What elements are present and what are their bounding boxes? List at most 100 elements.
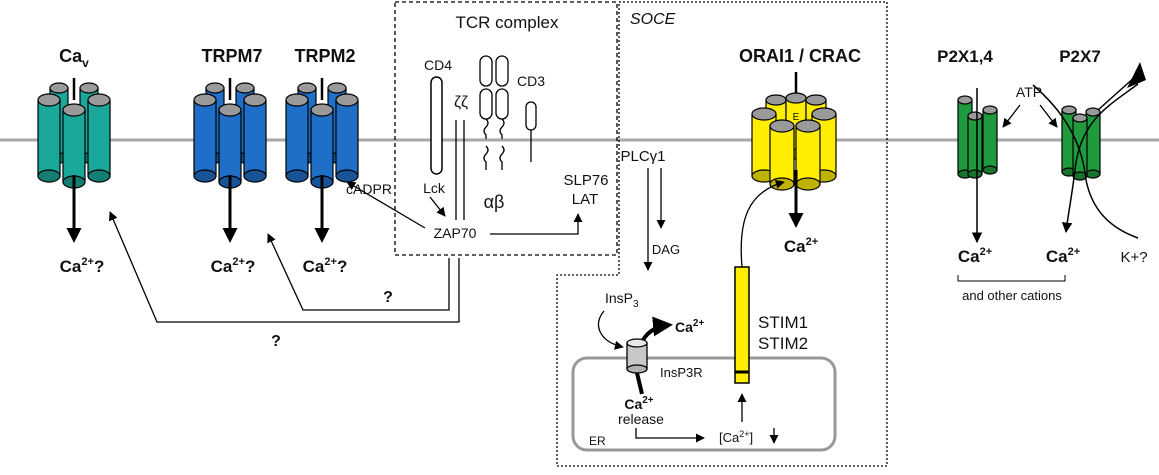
atp-arrow-right <box>1039 104 1058 128</box>
p2x7-k-arrow-stem <box>1097 75 1137 111</box>
subunit-top <box>193 93 217 107</box>
subunit-top <box>805 94 827 106</box>
subunit-top <box>327 82 347 94</box>
lat-label: LAT <box>572 191 598 208</box>
subunit-top <box>1085 107 1101 117</box>
atp-label: ATP <box>1016 84 1042 100</box>
ca-release-label: Ca2+ <box>624 395 653 412</box>
cd4-label: CD4 <box>424 57 452 73</box>
channel-subunit <box>218 109 242 183</box>
atp-arrow-left <box>1002 104 1021 128</box>
er-compartment <box>571 356 837 452</box>
orai-output: Ca2+ <box>784 236 818 256</box>
subunit-base <box>769 177 795 191</box>
channel-subunit <box>967 115 983 175</box>
subunit-base <box>37 169 61 183</box>
trpm2-output: Ca2+? <box>303 256 348 276</box>
er-ca-level-label: [Ca2+] <box>719 429 753 445</box>
subunit-top <box>785 92 807 104</box>
cd3-label: CD3 <box>517 73 545 89</box>
p2x7-ca-flow <box>1061 83 1139 234</box>
subunit-base <box>795 177 821 191</box>
question-mark-1: ? <box>383 289 393 306</box>
subunit-base <box>87 169 111 183</box>
insp3r-channel <box>626 338 648 395</box>
channel-subunit <box>310 109 334 183</box>
subunit-base <box>243 169 267 183</box>
insp3r-label: InsP3R <box>660 365 703 380</box>
subunit-top <box>795 119 821 133</box>
subunit-top <box>1061 105 1077 115</box>
subunit-top <box>769 119 795 133</box>
cadpr-arrow <box>346 181 426 229</box>
cav-channel <box>37 78 111 189</box>
p2x7-output: Ca2+ <box>1046 246 1080 266</box>
tcr-complex-box <box>394 1 618 256</box>
channel-subunit <box>37 99 61 177</box>
er-ca-efflux-arrow <box>641 316 673 342</box>
soce-label: SOCE <box>630 11 676 28</box>
subunit-top <box>235 82 255 94</box>
subunit-base <box>1072 171 1088 181</box>
tcr-title: TCR complex <box>456 13 559 32</box>
trpm7-channel <box>193 78 267 189</box>
subunit-top <box>87 93 111 107</box>
subunit-label: E <box>793 112 800 123</box>
subunit-top <box>967 111 983 121</box>
cations-bracket <box>957 275 1066 282</box>
subunit-base <box>1085 169 1101 179</box>
zap70-label: ZAP70 <box>434 225 477 241</box>
release-label: release <box>618 411 664 427</box>
subunit-top <box>205 82 225 94</box>
trpm7-title: TRPM7 <box>201 46 262 66</box>
other-cations-label: and other cations <box>962 288 1062 303</box>
alpha-beta-label: αβ <box>484 192 505 212</box>
cd4-molecule <box>430 76 443 175</box>
slp76-label: SLP76 <box>563 172 608 189</box>
subunit-top <box>243 93 267 107</box>
channel-subunit <box>795 125 821 185</box>
question-mark-2: ? <box>271 333 281 350</box>
subunit-base <box>285 169 309 183</box>
lck-label: Lck <box>423 180 446 196</box>
orai1-crac-channel: EE <box>751 72 837 191</box>
subunit-top <box>297 82 317 94</box>
subunit-top <box>1072 113 1088 123</box>
insp3-label: InsP3 <box>605 290 639 310</box>
p2x14-title: P2X1,4 <box>937 47 993 66</box>
p2x7-title: P2X7 <box>1059 47 1101 66</box>
plc-label: PLCγ1 <box>620 148 665 165</box>
k-label: K+? <box>1120 249 1147 266</box>
subunit-top <box>79 82 99 94</box>
question-path-trpm <box>267 233 450 311</box>
soce-boundary <box>556 1 888 467</box>
stim-molecule <box>734 266 750 384</box>
subunit-top <box>285 93 309 107</box>
channel-subunit <box>285 99 309 177</box>
stim2-label: STIM2 <box>758 334 808 353</box>
zeta-label: ζζ <box>454 94 468 111</box>
p2x14-channel <box>957 95 998 179</box>
orai-title: ORAI1 / CRAC <box>739 46 861 66</box>
subunit-top <box>811 107 837 121</box>
trpm2-title: TRPM2 <box>294 46 355 66</box>
subunit-top <box>37 93 61 107</box>
subunit-top <box>765 94 787 106</box>
cav-output: Ca2+? <box>60 256 105 276</box>
cav-title: Cav <box>59 46 89 70</box>
channel-subunit <box>87 99 111 177</box>
dag-label: DAG <box>652 242 680 257</box>
channel-subunit <box>769 125 795 185</box>
channel-subunit <box>243 99 267 177</box>
subunit-top <box>62 103 86 117</box>
subunit-top <box>310 103 334 117</box>
trpm2-channel <box>285 78 359 189</box>
lck-arrow <box>429 196 446 217</box>
alpha-beta-chains <box>479 55 509 170</box>
trpm7-output: Ca2+? <box>211 256 256 276</box>
subunit-top <box>751 107 777 121</box>
zap70-to-lat-arrow <box>490 213 583 235</box>
er-label: ER <box>589 434 606 448</box>
